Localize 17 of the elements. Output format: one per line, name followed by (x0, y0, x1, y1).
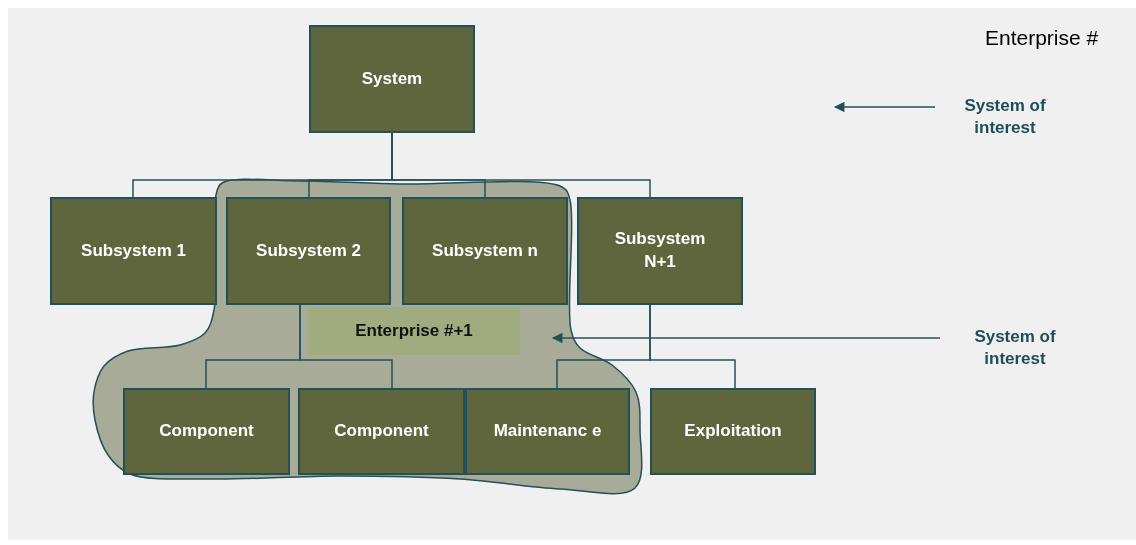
system-box: Component (298, 388, 465, 475)
arrow (833, 101, 936, 113)
system-box: Subsystem n (402, 197, 568, 305)
enterprise-label: Enterprise #+1 (308, 307, 520, 355)
arrow (551, 332, 941, 344)
system-box: Exploitation (650, 388, 816, 475)
system-box: Subsystem N+1 (577, 197, 743, 305)
annotation-text: System of interest (935, 88, 1075, 146)
connector-line (299, 304, 393, 389)
system-box: Maintenanc e (465, 388, 630, 475)
system-box: Subsystem 1 (50, 197, 217, 305)
annotation-text: System of interest (940, 318, 1090, 378)
system-box: System (309, 25, 475, 133)
enterprise-label: Enterprise # (985, 26, 1099, 50)
connector-line (649, 304, 736, 389)
system-box: Component (123, 388, 290, 475)
system-box: Subsystem 2 (226, 197, 391, 305)
